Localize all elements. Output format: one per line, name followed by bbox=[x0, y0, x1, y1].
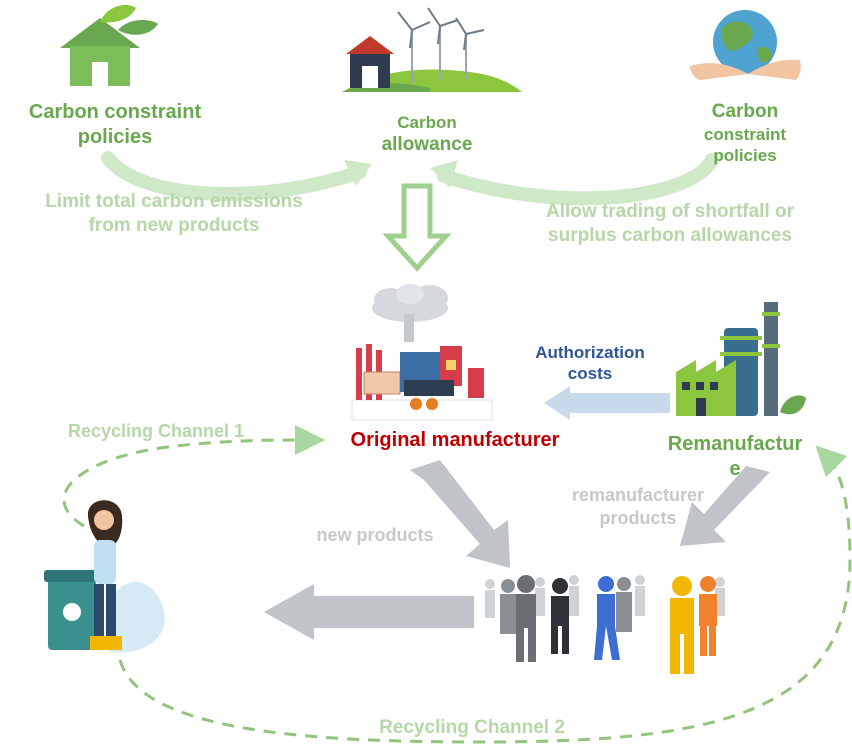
smoke-cloud-icon bbox=[372, 284, 448, 342]
right-policy-line-3: policies bbox=[713, 146, 777, 165]
left-policy-arrowhead bbox=[344, 160, 372, 186]
allowance-label: Carbon allowance bbox=[362, 112, 492, 157]
new-products-label: new products bbox=[316, 525, 434, 545]
left-policy-line-2: policies bbox=[77, 126, 153, 148]
right-policy-arrowhead bbox=[430, 160, 458, 188]
crowd-icon bbox=[485, 575, 725, 674]
reman-products-label: remanufacturer products bbox=[550, 484, 726, 529]
authorization-line-2: costs bbox=[567, 364, 613, 384]
right-policy-arrow bbox=[437, 153, 719, 206]
authorization-label: Authorization costs bbox=[520, 342, 660, 385]
factory-machine-icon bbox=[351, 344, 493, 421]
reman-products-arrow bbox=[680, 466, 770, 546]
original-manufacturer-label: Original manufacturer bbox=[350, 429, 560, 451]
reman-products-line-1: remanufacturer bbox=[571, 485, 705, 505]
remanufacturer-label: Remanufactur e bbox=[650, 432, 820, 482]
left-policy-arrow bbox=[101, 151, 367, 201]
recycling-channel-1-label: Recycling Channel 1 bbox=[67, 421, 245, 441]
green-factory-icon bbox=[676, 302, 806, 416]
right-note-line-1: Allow trading of shortfall or bbox=[545, 201, 795, 222]
earth-in-hands-icon bbox=[690, 10, 801, 80]
wind-farm-icon bbox=[342, 7, 522, 92]
recycling-woman-icon bbox=[44, 500, 165, 653]
right-note-line-2: surplus carbon allowances bbox=[548, 224, 792, 246]
remanufacturer-line-2: e bbox=[729, 458, 741, 480]
allowance-line-2: allowance bbox=[381, 134, 473, 156]
left-note-line-2: from new products bbox=[88, 214, 260, 236]
left-policy-line-1: Carbon constraint bbox=[28, 101, 202, 123]
left-policy-note: Limit total carbon emissions from new pr… bbox=[16, 190, 332, 238]
house-icon bbox=[60, 4, 158, 86]
authorization-arrow bbox=[544, 386, 670, 420]
new-products-arrow bbox=[410, 460, 510, 568]
left-note-line-1: Limit total carbon emissions bbox=[45, 191, 303, 212]
down-allowance-arrow bbox=[382, 183, 452, 272]
remanufacturer-line-1: Remanufactur bbox=[667, 433, 803, 455]
right-policy-note: Allow trading of shortfall or surplus ca… bbox=[512, 200, 828, 248]
left-policy-label: Carbon constraint policies bbox=[10, 100, 220, 150]
right-policy-label: Carbon constraint policies bbox=[680, 100, 810, 166]
authorization-line-1: Authorization bbox=[535, 343, 645, 362]
recycling-channel-2-path bbox=[118, 445, 852, 744]
reman-products-line-2: products bbox=[599, 507, 677, 528]
right-policy-line-2: constraint bbox=[703, 124, 787, 144]
allowance-line-1: Carbon bbox=[397, 113, 457, 132]
right-policy-line-1: Carbon bbox=[711, 101, 779, 122]
recycling-channel-1-path bbox=[62, 425, 325, 528]
recycling-channel-2-label: Recycling Channel 2 bbox=[379, 717, 565, 738]
consumers-to-recycler-arrow bbox=[264, 584, 474, 640]
